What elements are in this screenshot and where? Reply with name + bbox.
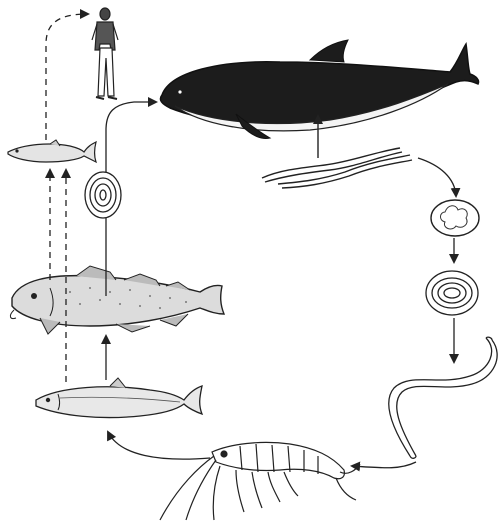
cod-icon bbox=[10, 266, 224, 334]
herring-icon bbox=[36, 378, 202, 418]
human-figure-icon bbox=[92, 8, 118, 99]
egg-icon bbox=[431, 200, 479, 236]
arrow-worms-to-egg bbox=[418, 158, 456, 196]
porpoise-icon bbox=[160, 40, 478, 139]
arrow-krill-to-herring bbox=[108, 432, 210, 459]
small-fish-icon bbox=[8, 140, 96, 162]
arrow-larva-to-krill bbox=[352, 462, 416, 468]
larva-icon bbox=[389, 337, 497, 458]
coiled-larva-egg-icon bbox=[426, 271, 478, 315]
dashed-smallfish-to-human bbox=[46, 14, 88, 140]
encysted-larva-icon bbox=[85, 172, 121, 218]
krill-icon bbox=[160, 442, 360, 520]
